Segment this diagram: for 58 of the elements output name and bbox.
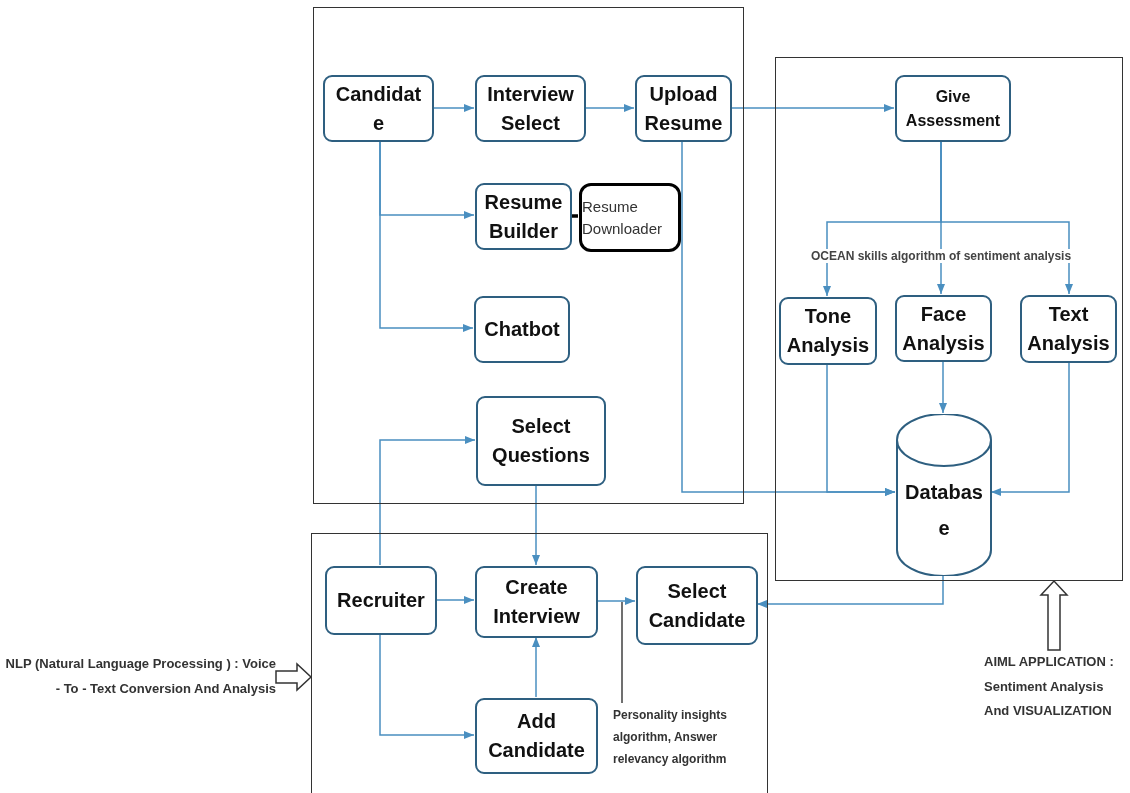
node-label: Database (904, 480, 984, 541)
arrow (596, 597, 636, 605)
arrow (432, 104, 475, 112)
arrow (532, 636, 540, 698)
node-label: Recruiter (337, 588, 425, 613)
arrow (990, 361, 1070, 496)
process-box (325, 566, 437, 635)
node-label: Resume Downloader (582, 196, 664, 239)
node-label: Tone Analysis (785, 304, 871, 358)
process-box (476, 396, 606, 486)
process-box (475, 698, 598, 774)
leader-line (621, 601, 623, 704)
process-box (475, 183, 572, 250)
arrow (379, 436, 476, 566)
arrow (379, 140, 474, 332)
node-label: Select Questions (491, 414, 591, 468)
arrow (826, 363, 896, 496)
node-label: Interview Select (486, 81, 575, 136)
process-box (1020, 295, 1117, 363)
process-box (475, 75, 586, 142)
process-box (779, 297, 877, 365)
process-box (323, 75, 434, 142)
process-box (635, 75, 732, 142)
edge-label: OCEAN skills algorithm of sentiment analysis (809, 249, 1074, 263)
arrow (584, 104, 635, 112)
annotation-text: NLP (Natural Language Processing ) : Voice - To - Text Conversion And Analysis (0, 650, 276, 704)
node-label: Upload Resume (643, 81, 724, 136)
arrow (532, 484, 540, 566)
annotation-text: AIML APPLICATION : Sentiment Analysis And VISUALIZATION (984, 650, 1130, 732)
block-arrow (275, 662, 313, 692)
node-label: Give Assessment (904, 87, 1002, 131)
database-cylinder (896, 414, 992, 576)
group-frame (775, 57, 1123, 581)
arrow (940, 140, 1073, 295)
process-box (636, 566, 758, 645)
process-box (895, 75, 1011, 142)
group-frame (313, 7, 744, 504)
group-frame (311, 533, 768, 793)
process-box (895, 295, 992, 362)
node-label: Chatbot (484, 317, 560, 342)
process-box (579, 183, 681, 252)
arrow (730, 104, 895, 112)
node-label: Add Candidate (487, 709, 586, 763)
arrow (379, 633, 475, 739)
arrow (435, 596, 475, 604)
process-box (475, 566, 598, 638)
process-box (474, 296, 570, 363)
node-label: Face Analysis (901, 301, 986, 356)
arrow (756, 574, 944, 608)
node-label: Select Candidate (647, 578, 747, 633)
node-label: Create Interview (492, 575, 581, 629)
connector-line (571, 214, 578, 218)
block-arrow (1039, 579, 1069, 651)
annotation-text: Personality insights algorithm, Answer relevancy algorithm (613, 704, 741, 792)
node-label: Candidate (334, 81, 423, 136)
arrow (939, 360, 947, 414)
node-label: Resume Builder (483, 189, 564, 244)
node-label: Text Analysis (1026, 302, 1111, 356)
